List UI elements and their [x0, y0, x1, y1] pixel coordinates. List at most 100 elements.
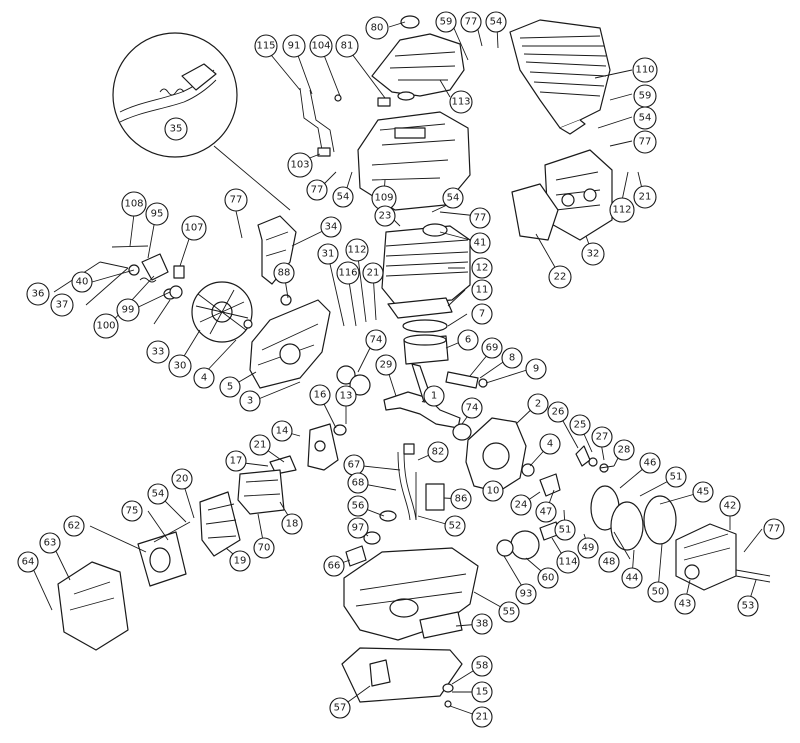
- callout-48: 48: [598, 551, 620, 573]
- svg-text:77: 77: [768, 524, 781, 535]
- callout-116: 116: [336, 261, 360, 285]
- svg-text:34: 34: [325, 222, 338, 233]
- callout-52: 52: [444, 515, 466, 537]
- callout-10: 10: [482, 480, 504, 502]
- callout-13: 13: [335, 385, 357, 407]
- fuel-tank: [343, 547, 479, 641]
- svg-text:62: 62: [68, 521, 81, 532]
- piston-set: [402, 319, 488, 389]
- callout-107: 107: [181, 215, 207, 241]
- svg-text:40: 40: [76, 277, 89, 288]
- svg-text:63: 63: [44, 538, 57, 549]
- svg-text:21: 21: [476, 712, 489, 723]
- svg-text:4: 4: [201, 373, 207, 384]
- svg-text:47: 47: [540, 507, 553, 518]
- callout-104: 104: [309, 34, 333, 58]
- callout-40: 40: [71, 271, 93, 293]
- svg-text:36: 36: [32, 289, 45, 300]
- svg-text:53: 53: [742, 601, 755, 612]
- callout-22: 22: [548, 265, 572, 289]
- callout-45: 45: [692, 481, 714, 503]
- callout-43: 43: [674, 593, 696, 615]
- svg-text:54: 54: [639, 113, 652, 124]
- svg-text:41: 41: [474, 238, 487, 249]
- callout-5: 5: [219, 376, 241, 398]
- svg-text:115: 115: [256, 41, 275, 52]
- callout-51: 51: [554, 519, 576, 541]
- callout-1: 1: [423, 385, 445, 407]
- callout-75: 75: [121, 500, 143, 522]
- callout-67: 67: [343, 454, 365, 476]
- crankcase-left: [249, 299, 331, 389]
- callout-36: 36: [26, 282, 50, 306]
- callout-77: 77: [469, 207, 491, 229]
- callout-28: 28: [613, 439, 635, 461]
- svg-text:26: 26: [552, 407, 565, 418]
- svg-text:46: 46: [644, 458, 657, 469]
- svg-text:77: 77: [474, 213, 487, 224]
- callout-30: 30: [168, 354, 192, 378]
- svg-text:37: 37: [56, 300, 69, 311]
- top-cover: [371, 15, 465, 101]
- callout-20: 20: [171, 468, 193, 490]
- crankcase-right: [465, 417, 535, 493]
- svg-text:49: 49: [582, 543, 595, 554]
- callout-50: 50: [647, 581, 669, 603]
- svg-text:21: 21: [254, 440, 267, 451]
- svg-text:6: 6: [465, 335, 471, 346]
- callout-97: 97: [347, 517, 369, 539]
- callout-12: 12: [471, 257, 493, 279]
- svg-text:27: 27: [596, 432, 609, 443]
- svg-text:77: 77: [465, 17, 478, 28]
- svg-text:45: 45: [697, 487, 710, 498]
- callout-58: 58: [471, 655, 493, 677]
- svg-text:51: 51: [670, 472, 683, 483]
- svg-text:50: 50: [652, 587, 665, 598]
- svg-text:58: 58: [476, 661, 489, 672]
- svg-text:100: 100: [96, 321, 115, 332]
- svg-text:86: 86: [455, 494, 468, 505]
- callout-35: 35: [164, 117, 188, 141]
- callout-112: 112: [345, 238, 369, 262]
- svg-text:18: 18: [286, 519, 299, 530]
- callout-21: 21: [362, 262, 384, 284]
- svg-text:103: 103: [290, 160, 309, 171]
- svg-text:54: 54: [447, 193, 460, 204]
- svg-text:4: 4: [547, 439, 553, 450]
- svg-text:54: 54: [337, 192, 350, 203]
- svg-text:112: 112: [347, 245, 366, 256]
- svg-text:97: 97: [352, 523, 365, 534]
- svg-text:13: 13: [340, 391, 353, 402]
- callout-31: 31: [317, 243, 339, 265]
- svg-text:107: 107: [184, 223, 203, 234]
- callout-113: 113: [449, 90, 473, 114]
- svg-text:74: 74: [466, 403, 479, 414]
- callout-21: 21: [471, 706, 493, 728]
- svg-text:70: 70: [258, 543, 271, 554]
- callout-27: 27: [591, 426, 613, 448]
- callout-60: 60: [537, 567, 559, 589]
- svg-text:55: 55: [503, 607, 516, 618]
- callout-54: 54: [147, 483, 169, 505]
- svg-text:9: 9: [533, 364, 539, 375]
- callout-21: 21: [249, 434, 271, 456]
- callout-25: 25: [569, 414, 591, 436]
- svg-text:2: 2: [535, 399, 541, 410]
- callout-95: 95: [145, 202, 169, 226]
- callout-81: 81: [335, 34, 359, 58]
- callout-3: 3: [239, 390, 261, 412]
- carburetor: [237, 423, 339, 515]
- callout-47: 47: [535, 501, 557, 523]
- svg-text:114: 114: [558, 557, 577, 568]
- starter-pawls: [575, 445, 615, 473]
- svg-text:77: 77: [639, 137, 652, 148]
- callout-24: 24: [510, 494, 532, 516]
- air-filter: [57, 491, 241, 651]
- svg-text:95: 95: [151, 209, 164, 220]
- callout-54: 54: [485, 11, 507, 33]
- svg-text:54: 54: [490, 17, 503, 28]
- callout-99: 99: [116, 298, 140, 322]
- callout-68: 68: [347, 472, 369, 494]
- callout-7: 7: [471, 303, 493, 325]
- cylinder: [381, 223, 471, 319]
